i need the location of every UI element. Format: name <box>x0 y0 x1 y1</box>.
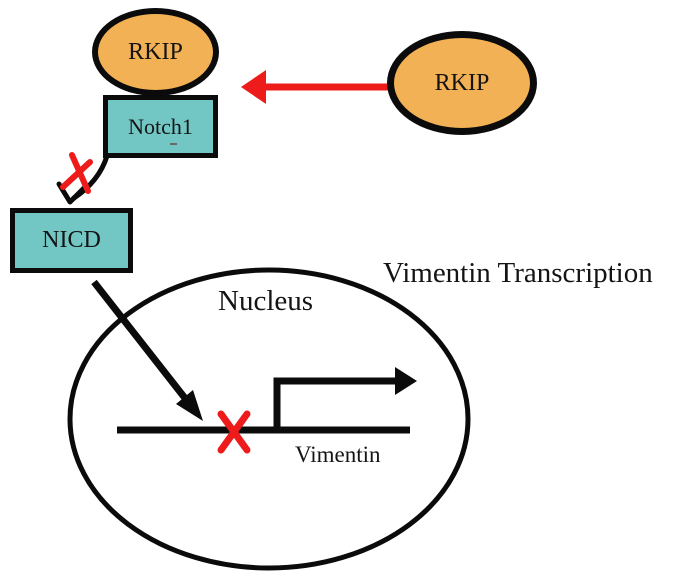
nicd-node: NICD <box>10 208 133 273</box>
nicd-label: NICD <box>42 227 101 253</box>
nucleus-outline <box>67 267 471 571</box>
rkip-free-label: RKIP <box>434 69 490 96</box>
rkip-bound-label: RKIP <box>128 38 183 65</box>
nicd-nuclear-arrowhead-icon <box>176 390 203 421</box>
transcription-block-x-icon <box>217 410 251 454</box>
stray-mark <box>170 143 177 145</box>
notch-cleavage-arrowhead-icon <box>56 181 87 205</box>
cleavage-block-x-icon <box>60 152 93 194</box>
transcription-start-arrow <box>273 377 397 433</box>
rkip-inhibition-arrowhead-icon <box>241 70 266 104</box>
transcription-start-arrowhead-icon <box>395 367 417 395</box>
vimentin-transcription-label: Vimentin Transcription <box>383 257 653 289</box>
vimentin-gene-label: Vimentin <box>295 442 381 467</box>
nucleus-label: Nucleus <box>218 285 314 317</box>
notch1-label: Notch1 <box>128 113 193 139</box>
nicd-nuclear-arrow-shaft <box>91 279 191 405</box>
notch1-node: Notch1 <box>103 95 218 158</box>
rkip-bound-node: RKIP <box>92 8 219 96</box>
rkip-free-node: RKIP <box>387 31 537 135</box>
